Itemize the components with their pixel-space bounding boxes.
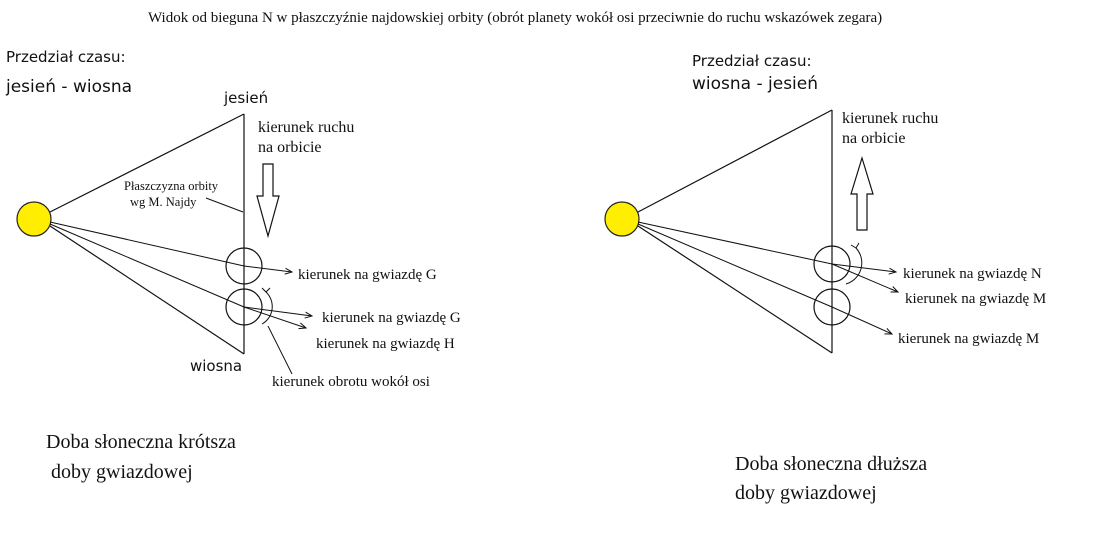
left-star-label-3: kierunek na gwiazdę H bbox=[316, 336, 455, 352]
diagram-title: Widok od bieguna N w płaszczyźnie najdow… bbox=[148, 10, 882, 26]
right-star-label-1: kierunek na gwiazdę N bbox=[903, 266, 1042, 282]
left-planet-2 bbox=[225, 288, 263, 326]
left-ray-top bbox=[49, 113, 245, 213]
left-motion-arrow-down-icon bbox=[256, 163, 280, 239]
left-plane-label-1: Płaszczyzna orbity bbox=[124, 179, 219, 193]
left-ray-planet2 bbox=[49, 223, 245, 308]
right-planet-2 bbox=[813, 288, 851, 326]
left-interval-value: jesień - wiosna bbox=[5, 77, 132, 97]
left-star-arrow-2 bbox=[243, 306, 312, 316]
right-motion-label-2: na orbicie bbox=[842, 130, 906, 147]
left-rotation-label: kierunek obrotu wokół osi bbox=[272, 374, 430, 390]
left-star-label-1: kierunek na gwiazdę G bbox=[298, 267, 437, 283]
right-rotation-arc-head bbox=[850, 242, 860, 249]
right-motion-label-1: kierunek ruchu bbox=[842, 110, 938, 127]
right-ray-planet2 bbox=[637, 223, 833, 308]
right-rotation-arc bbox=[845, 247, 863, 285]
left-season-top: jesień bbox=[223, 89, 268, 107]
right-star-label-2: kierunek na gwiazdę M bbox=[905, 291, 1046, 307]
left-star-arrow-3 bbox=[243, 306, 306, 328]
left-star-label-2: kierunek na gwiazdę G bbox=[322, 310, 461, 326]
right-star-arrow-3 bbox=[831, 306, 892, 334]
right-star-arrow-1 bbox=[831, 263, 896, 272]
left-planet-1 bbox=[225, 247, 263, 285]
left-rotation-arc bbox=[261, 291, 273, 325]
left-sun bbox=[16, 201, 52, 237]
right-conclusion-2: doby gwiazdowej bbox=[735, 482, 877, 504]
right-planet-1 bbox=[813, 245, 851, 283]
right-ray-bottom bbox=[637, 225, 833, 354]
right-sun bbox=[604, 201, 640, 237]
right-conclusion-1: Doba słoneczna dłuższa bbox=[735, 453, 927, 475]
left-motion-label-1: kierunek ruchu bbox=[258, 119, 354, 136]
right-interval-label: Przedział czasu: bbox=[692, 52, 812, 70]
left-interval-label: Przedział czasu: bbox=[6, 48, 126, 66]
left-ray-bottom bbox=[49, 225, 245, 355]
right-ray-planet1 bbox=[637, 221, 833, 265]
left-plane-pointer bbox=[205, 197, 244, 213]
left-plane-label-2: wg M. Najdy bbox=[130, 195, 197, 209]
left-season-bottom: wiosna bbox=[190, 357, 242, 375]
left-conclusion-1: Doba słoneczna krótsza bbox=[46, 431, 236, 453]
right-ray-top bbox=[637, 109, 833, 213]
left-star-arrow-1 bbox=[243, 265, 292, 272]
left-ray-planet1 bbox=[49, 221, 245, 267]
left-rotation-arc-head bbox=[261, 287, 271, 293]
right-star-arrow-2 bbox=[831, 263, 898, 292]
right-motion-arrow-up-icon bbox=[850, 155, 874, 231]
right-interval-value: wiosna - jesień bbox=[692, 74, 818, 94]
left-rotation-pointer bbox=[267, 325, 293, 375]
left-motion-label-2: na orbicie bbox=[258, 139, 322, 156]
right-star-label-3: kierunek na gwiazdę M bbox=[898, 331, 1039, 347]
left-conclusion-2: doby gwiazdowej bbox=[46, 461, 193, 483]
